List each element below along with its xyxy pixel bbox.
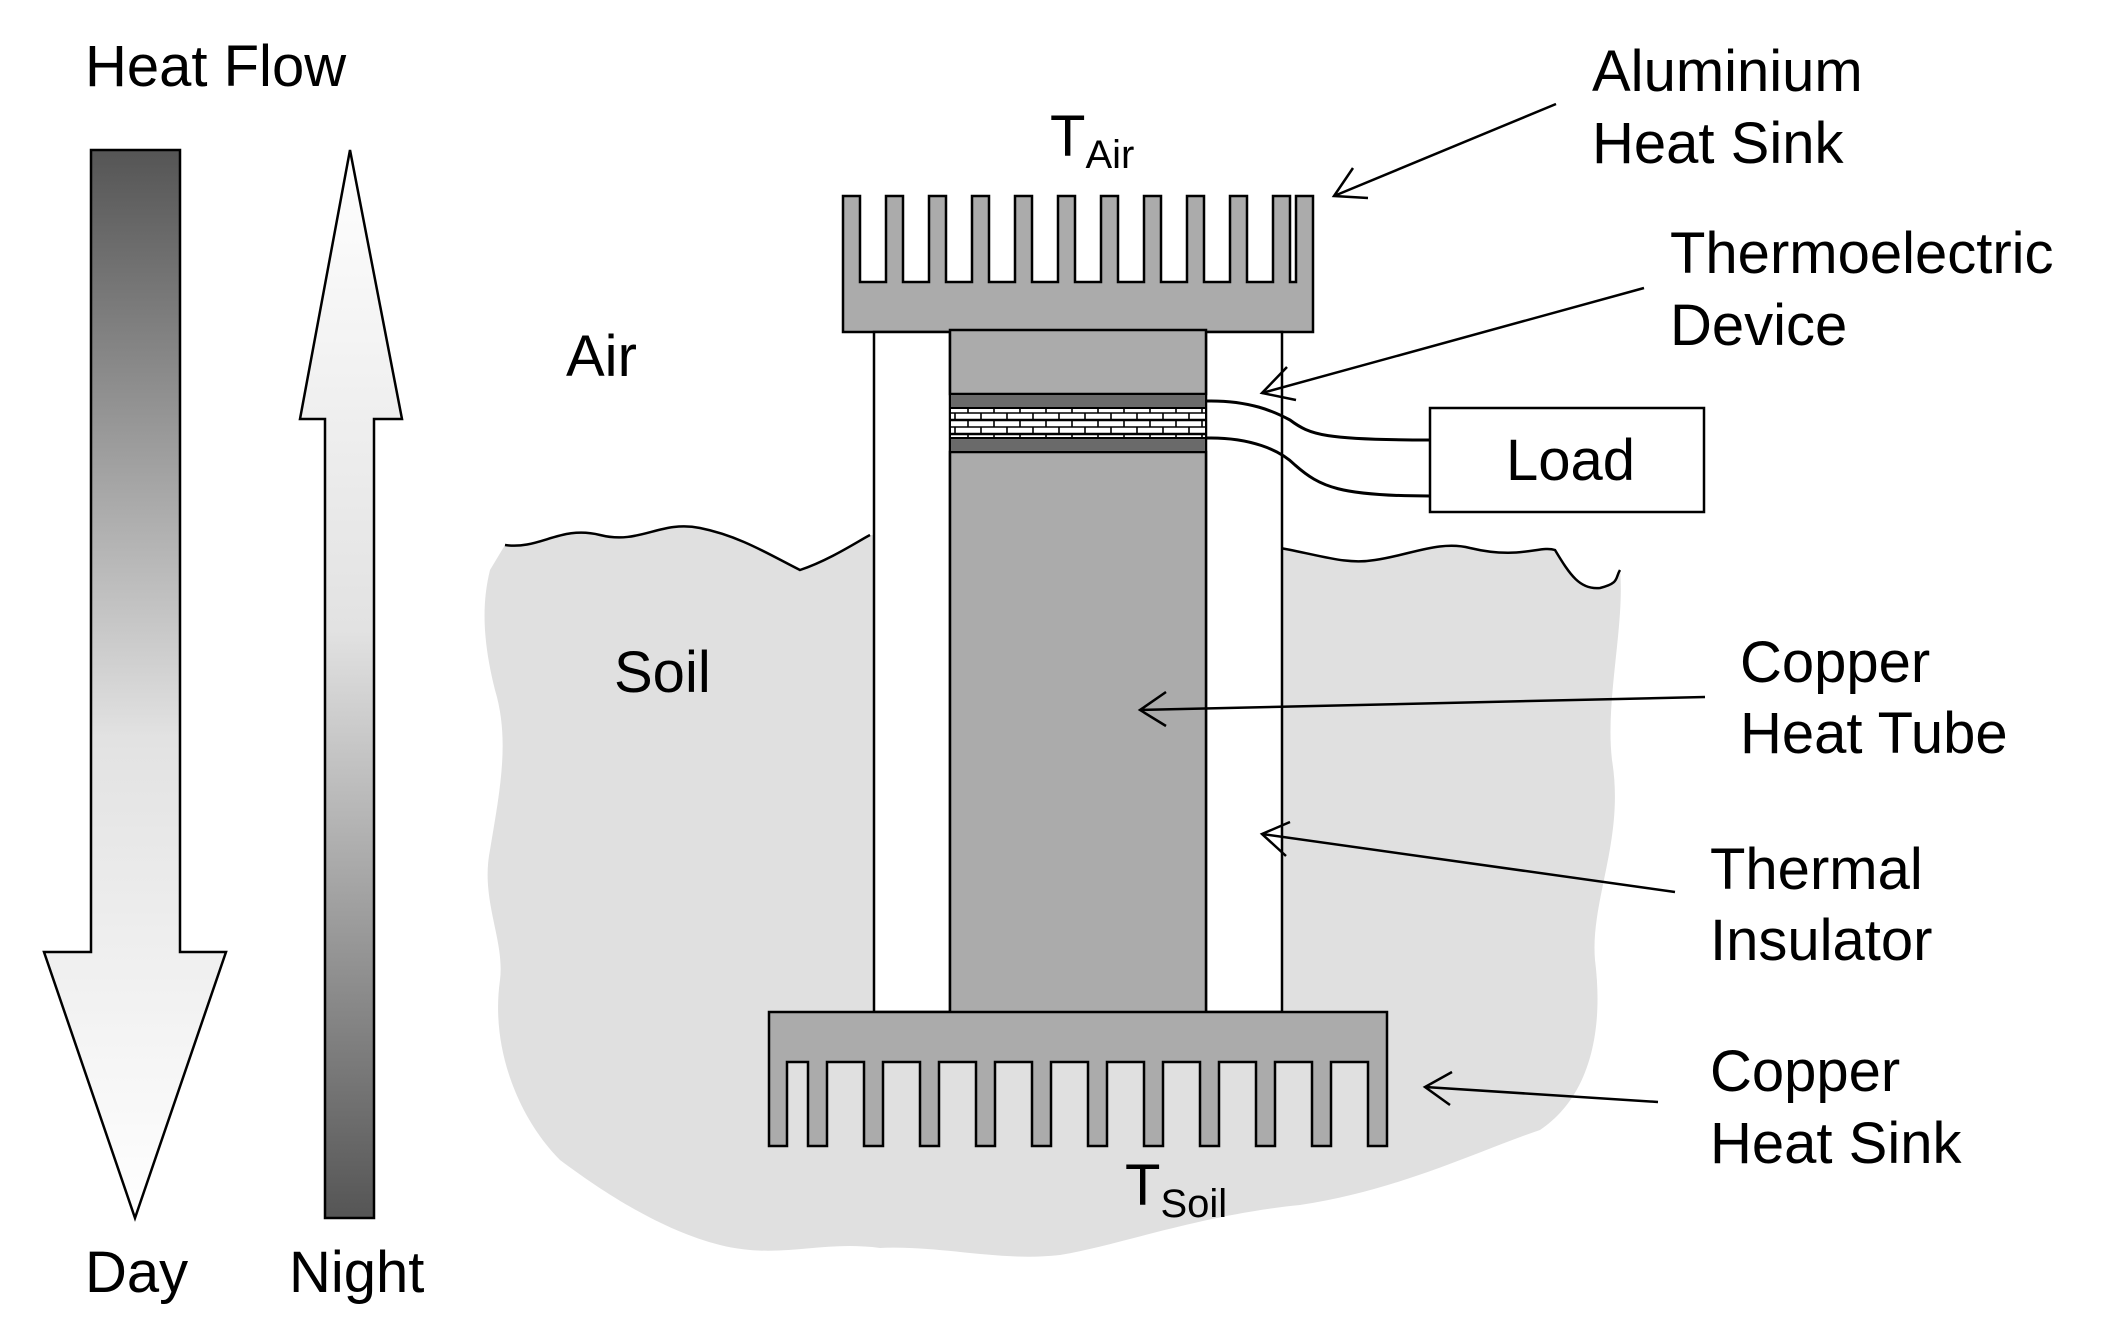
aluminium-heat-sink-label: Aluminium Heat Sink xyxy=(1592,39,1879,176)
copper-heat-sink-label-line2: Heat Sink xyxy=(1710,1111,1962,1176)
temperature-soil-label: TSoil xyxy=(1125,1153,1227,1226)
copper-heat-sink-label-line1: Copper xyxy=(1710,1039,1900,1104)
thermoelectric-device xyxy=(949,393,1207,453)
temperature-air-symbol: T xyxy=(1050,104,1085,169)
load-box xyxy=(1428,406,1706,514)
thermal-insulator-label-line1: Thermal xyxy=(1710,837,1923,902)
thermoelectric-device-label-line2: Device xyxy=(1670,293,1847,358)
night-label: Night xyxy=(289,1240,424,1305)
temperature-soil-subscript: Soil xyxy=(1160,1182,1227,1226)
thermal-insulator-leader xyxy=(1261,832,1676,894)
day-label: Day xyxy=(85,1240,188,1305)
air-label: Air xyxy=(566,324,637,389)
copper-heat-sink-leader xyxy=(1424,1085,1659,1104)
aluminium-heat-sink xyxy=(841,194,1315,334)
temperature-soil-symbol: T xyxy=(1125,1153,1160,1218)
thermal-insulator-left xyxy=(872,330,952,1014)
copper-heat-sink-arrowhead xyxy=(1422,1070,1453,1107)
heat-flow-title: Heat Flow xyxy=(85,34,347,99)
aluminium-heat-sink-label-line2: Heat Sink xyxy=(1592,111,1844,176)
copper-heat-tube-upper xyxy=(948,328,1208,396)
aluminium-heat-sink-leader xyxy=(1333,102,1557,198)
temperature-air-subscript: Air xyxy=(1085,133,1134,177)
heat-flow-indicator: Heat Flow Day Night xyxy=(42,34,424,1305)
soil-surface-line-left xyxy=(504,525,871,572)
thermoelectric-device-leader xyxy=(1261,286,1645,395)
thermal-insulator-arrowhead xyxy=(1259,820,1291,857)
soil-label: Soil xyxy=(614,640,711,705)
soil-surface-line-right xyxy=(1279,544,1622,590)
copper-heat-sink-label: Copper Heat Sink xyxy=(1710,1039,1962,1176)
load-label: Load xyxy=(1506,428,1635,493)
copper-heat-tube-leader xyxy=(1139,695,1706,712)
copper-heat-tube-label: Copper Heat Tube xyxy=(1740,630,2008,766)
thermal-insulator-label-line2: Insulator xyxy=(1710,908,1932,973)
load-wire-bottom xyxy=(1205,436,1431,498)
aluminium-heat-sink-arrowhead xyxy=(1331,167,1369,200)
thermoelectric-device-label-line1: Thermoelectric xyxy=(1670,221,2054,286)
thermoelectric-device-label: Thermoelectric Device xyxy=(1670,221,2070,358)
temperature-air-label: TAir xyxy=(1050,104,1134,177)
thermal-insulator-label: Thermal Insulator xyxy=(1710,837,1939,973)
thermoelectric-device-arrowhead xyxy=(1259,366,1297,402)
copper-heat-tube-arrowhead xyxy=(1137,690,1167,728)
callout-arrows xyxy=(1137,102,1706,1107)
copper-heat-sink xyxy=(767,1010,1389,1148)
aluminium-heat-sink-label-line1: Aluminium xyxy=(1592,39,1863,104)
copper-heat-tube-label-line1: Copper xyxy=(1740,630,1930,695)
copper-heat-tube xyxy=(948,450,1208,1016)
day-arrow xyxy=(42,148,228,1222)
copper-heat-tube-label-line2: Heat Tube xyxy=(1740,701,2008,766)
load-wire-top xyxy=(1205,399,1431,442)
night-arrow xyxy=(298,149,404,1220)
thermal-insulator-right xyxy=(1204,330,1284,1014)
